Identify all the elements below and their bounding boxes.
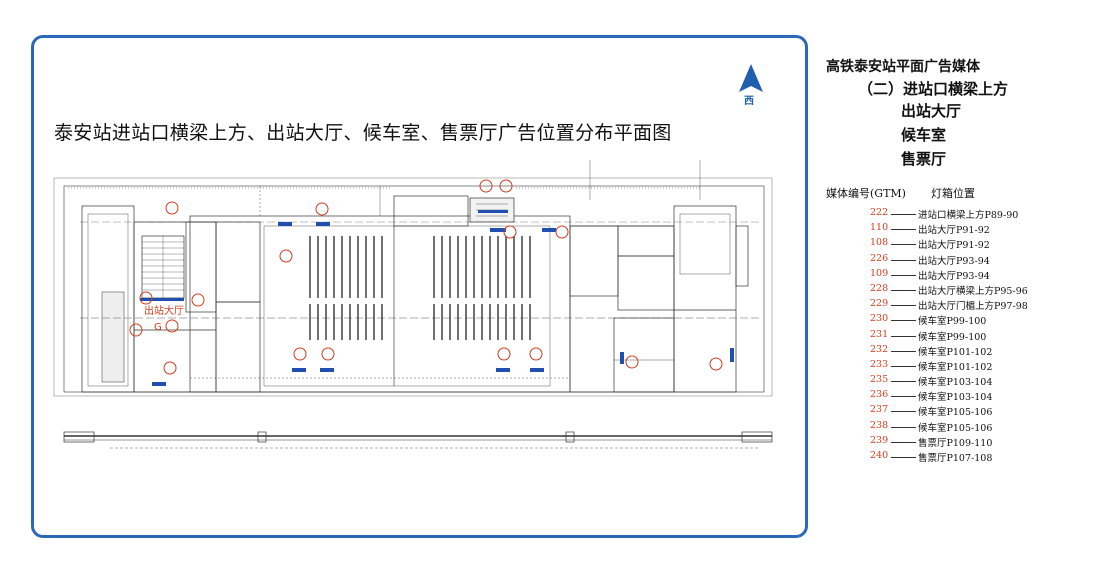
legend-location: 候车室P103-104: [918, 392, 993, 404]
panel-section-line-2: 出站大厅: [901, 102, 962, 120]
legend-row: 226 出站大厅P93-94: [870, 253, 1100, 268]
legend-code: 110: [870, 222, 889, 234]
legend-code: 222: [870, 207, 889, 218]
legend-row: 228 出站大厅横梁上方P95-96: [870, 283, 1100, 298]
legend-location: 售票厅P107-108: [918, 453, 993, 464]
legend-code: 239: [870, 434, 889, 446]
plan-frame: [31, 35, 808, 538]
panel-title: 高铁泰安站平面广告媒体: [826, 59, 980, 75]
legend-row: 240 售票厅P107-108: [870, 450, 1100, 465]
north-arrow-icon: [739, 64, 763, 92]
legend-code: 232: [870, 343, 889, 355]
legend-list: 222 进站口横梁上方P89-90 110 出站大厅P91-92 108 出站大厅P9…: [870, 207, 1100, 465]
legend-location: 出站大厅P93-94: [918, 270, 990, 282]
legend-location: 候车室P99-100: [918, 331, 987, 343]
legend-row: 231 候车室P99-100: [870, 329, 1100, 344]
legend-row: 109 出站大厅P93-94: [870, 268, 1100, 283]
legend-code: 228: [870, 282, 889, 294]
legend-row: 232 候车室P101-102: [870, 344, 1100, 359]
legend-location: 售票厅P109-110: [918, 437, 993, 449]
legend-location: 候车室P101-102: [918, 346, 993, 358]
legend-row: 237 候车室P105-106: [870, 404, 1100, 419]
legend-location: 候车室P105-106: [918, 407, 993, 419]
legend-location: 出站大厅P91-92: [918, 240, 990, 252]
legend-row: 238 候车室P105-106: [870, 420, 1100, 435]
legend-code: 236: [870, 389, 889, 401]
legend-location: 出站大厅P93-94: [918, 255, 990, 267]
legend-code: 238: [870, 419, 889, 431]
floor-plan: 出站大厅 G: [53, 160, 773, 449]
legend-row: 230 候车室P99-100: [870, 313, 1100, 328]
legend-row: 239 售票厅P109-110: [870, 435, 1100, 450]
legend-code: 108: [870, 237, 889, 249]
column-header-location: 灯箱位置: [931, 187, 975, 200]
legend-location: 出站大厅横梁上方P95-96: [918, 285, 1028, 297]
legend-code: 240: [870, 450, 889, 461]
plan-title: 泰安站进站口横梁上方、出站大厅、候车室、售票厅广告位置分布平面图: [54, 122, 672, 144]
legend-row: 108 出站大厅P91-92: [870, 237, 1100, 252]
legend-row: 236 候车室P103-104: [870, 389, 1100, 404]
legend-location: 出站大厅门楣上方P97-98: [918, 301, 1028, 313]
legend-row: 233 候车室P101-102: [870, 359, 1100, 374]
panel-section-line-1: （二）进站口横梁上方: [858, 80, 1009, 98]
legend-location: 进站口横梁上方P89-90: [918, 210, 1019, 221]
legend-code: 237: [870, 404, 889, 416]
legend-code: 109: [870, 267, 889, 279]
legend-row: 222 进站口横梁上方P89-90: [870, 207, 1100, 222]
legend-location: 候车室P105-106: [918, 422, 993, 434]
legend-row: 235 候车室P103-104: [870, 374, 1100, 389]
panel-section-line-3: 候车室: [901, 126, 947, 144]
legend-code: 231: [870, 328, 889, 340]
legend-location: 候车室P99-100: [918, 316, 987, 328]
legend-row: 229 出站大厅门楣上方P97-98: [870, 298, 1100, 313]
exit-hall-letter: G: [154, 322, 162, 333]
legend-row: 110 出站大厅P91-92: [870, 222, 1100, 237]
compass-label: 西: [744, 96, 754, 107]
legend-code: 233: [870, 358, 889, 370]
panel-section-line-4: 售票厅: [901, 150, 947, 168]
legend-location: 候车室P103-104: [918, 377, 993, 389]
legend-location: 出站大厅P91-92: [918, 225, 990, 237]
legend-code: 226: [870, 252, 889, 264]
legend-code: 235: [870, 374, 889, 386]
legend-code: 229: [870, 298, 889, 310]
legend-location: 候车室P101-102: [918, 361, 993, 373]
exit-hall-label: 出站大厅: [144, 304, 184, 317]
column-header-code: 媒体编号(GTM): [826, 187, 906, 200]
legend-code: 230: [870, 313, 889, 325]
